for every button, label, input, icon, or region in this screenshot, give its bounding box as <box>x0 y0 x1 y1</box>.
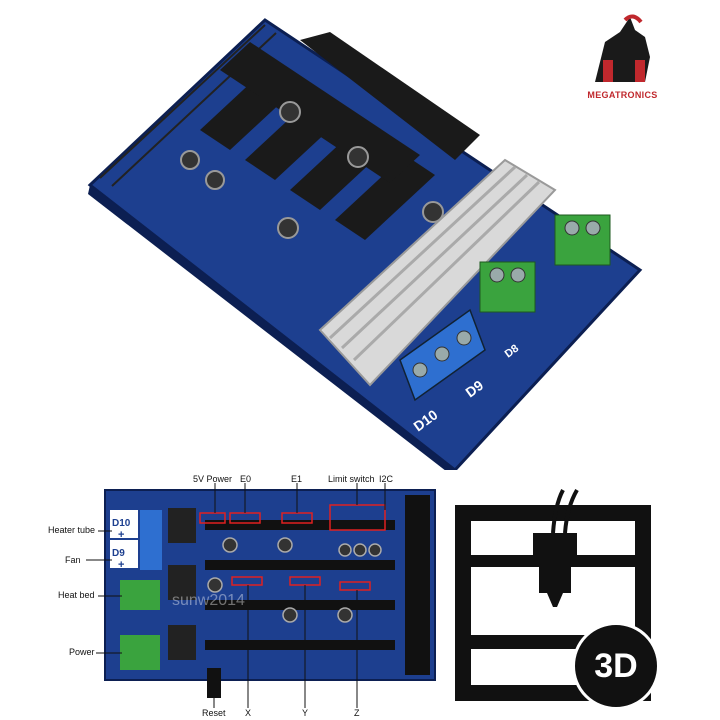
label-z: Z <box>354 708 360 718</box>
label-heat-bed: Heat bed <box>58 590 95 600</box>
diagram-terminals-left <box>120 510 162 670</box>
pinout-diagram: D10 + D9 + sunw2014 <box>86 483 436 708</box>
capacitors <box>180 101 444 239</box>
label-heater-tube: Heater tube <box>48 525 96 535</box>
label-fan: Fan <box>65 555 81 565</box>
heatsink <box>318 158 557 387</box>
label-power: Power <box>69 647 95 657</box>
diagram-reset-button <box>207 668 221 698</box>
diagram-driver-headers <box>205 520 395 650</box>
goat-logo-icon <box>595 14 650 82</box>
label-y: Y <box>302 708 309 718</box>
ramps-board-photo: D10 D9 D8 <box>87 18 643 470</box>
label-e0: E0 <box>240 474 252 484</box>
3d-badge: 3D <box>572 622 660 710</box>
diagram-capacitors <box>207 537 382 623</box>
driver-sockets <box>200 32 480 240</box>
label-x: X <box>245 708 252 718</box>
label-5v-power: 5V Power <box>193 474 233 484</box>
label-reset: Reset <box>202 708 226 718</box>
diagram-highlight-boxes <box>199 504 386 591</box>
diagram-plus-2: + <box>118 559 124 571</box>
3d-badge-text: 3D <box>594 646 638 685</box>
diagram-header-right <box>405 495 430 675</box>
green-terminals <box>479 214 611 313</box>
diagram-leader-lines <box>86 483 386 708</box>
diagram-plus-1: + <box>118 529 124 541</box>
megatronics-logo: MEGATRONICS <box>575 12 670 102</box>
label-i2c: I2C <box>379 474 394 484</box>
diagram-d10-text: D10 <box>112 518 131 529</box>
diagram-d9-text: D9 <box>112 548 125 559</box>
blue-terminals <box>399 308 486 402</box>
diagram-mosfets <box>168 508 196 660</box>
logo-text: MEGATRONICS <box>587 90 658 100</box>
diagram-watermark: sunw2014 <box>172 592 245 609</box>
label-limit-switch: Limit switch <box>328 474 375 484</box>
label-e1: E1 <box>291 474 303 484</box>
